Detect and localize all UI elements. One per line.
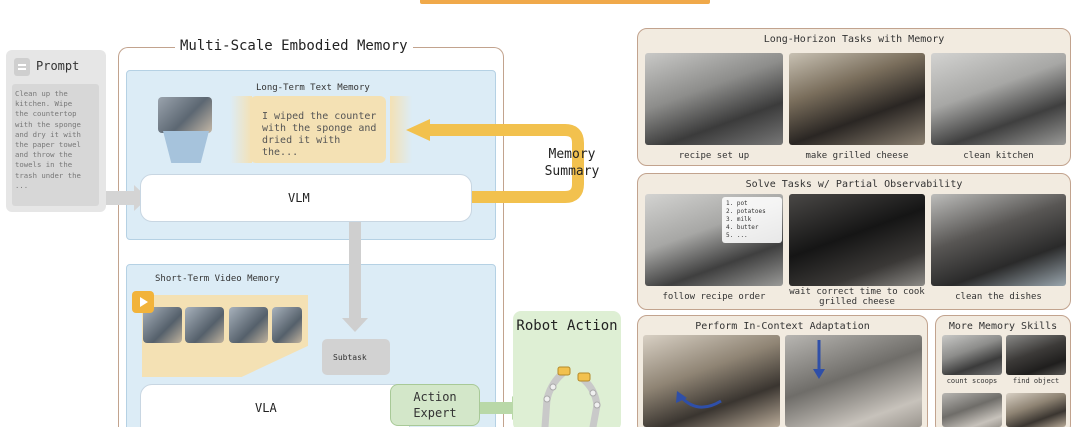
vla-label: VLA: [255, 401, 277, 415]
action-expert-label: Action Expert: [413, 390, 457, 420]
caption-recipe-order: follow recipe order: [662, 292, 766, 302]
adaptation-title: Perform In-Context Adaptation: [695, 321, 870, 332]
recipe-item: 1. pot: [726, 200, 748, 207]
adaptation-photo-2: [785, 335, 922, 427]
video-frame: [272, 307, 302, 343]
find-object-photo: [1006, 335, 1066, 375]
recipe-setup-photo: [645, 53, 783, 145]
subtask-box: [322, 339, 390, 375]
memory-summary-arrow: [430, 124, 584, 203]
recipe-item: 4. butter: [726, 224, 759, 231]
caption-wait-cook: wait correct time to cook grilled cheese: [789, 287, 925, 307]
caption-recipe-setup: recipe set up: [678, 151, 750, 161]
document-icon: [14, 58, 30, 76]
recipe-checklist: 1. pot 2. potatoes 3. milk 4. butter 5. …: [722, 197, 782, 243]
long-term-label: Long-Term Text Memory: [256, 83, 370, 93]
recipe-item: 3. milk: [726, 216, 752, 223]
recipe-item: 5. ...: [726, 232, 748, 239]
cropped-title-strip: [420, 0, 710, 4]
subtask-label: Subtask: [333, 353, 367, 362]
dishes-photo: [931, 194, 1066, 286]
prompt-text: Clean up the kitchen. Wipe the counterto…: [15, 89, 81, 190]
adaptation-photo-1: [643, 335, 780, 427]
grilled-cheese-photo: [789, 53, 925, 145]
short-term-label: Short-Term Video Memory: [155, 274, 280, 284]
text-memory-card: [250, 96, 386, 163]
clean-kitchen-photo: [931, 53, 1066, 145]
play-icon: [132, 291, 154, 313]
robot-action-label: Robot Action: [516, 318, 618, 334]
caption-clean-kitchen: clean kitchen: [963, 151, 1034, 161]
count-scoops-photo: [942, 335, 1002, 375]
stove-photo: [789, 194, 925, 286]
memory-summary-arrowhead: [406, 119, 430, 141]
text-memory-content: I wiped the counter with the sponge and …: [262, 111, 377, 158]
memory-fade-left: [230, 96, 252, 163]
prompt-arrow: [106, 185, 148, 211]
caption-find-object: find object: [1012, 377, 1060, 385]
more-skills-title: More Memory Skills: [948, 321, 1058, 332]
caption-clean-dishes: clean the dishes: [955, 292, 1042, 302]
memory-title: Multi-Scale Embodied Memory: [175, 38, 413, 54]
recipe-item: 2. potatoes: [726, 208, 766, 215]
vlm-to-subtask-arrow: [342, 222, 368, 332]
video-frame: [185, 307, 224, 343]
prompt-text-area: [12, 84, 99, 206]
partial-observability-title: Solve Tasks w/ Partial Observability: [745, 179, 963, 190]
adaptation-arrows: [676, 340, 825, 409]
memory-summary-label: Memory Summary: [544, 147, 600, 179]
video-frame: [229, 307, 268, 343]
caption-grilled-cheese: make grilled cheese: [805, 151, 909, 161]
vlm-label: VLM: [288, 191, 310, 205]
prompt-title: Prompt: [36, 59, 80, 73]
scene-thumbnail: [158, 97, 212, 133]
long-horizon-title: Long-Horizon Tasks with Memory: [763, 34, 945, 45]
memory-bowl: [163, 131, 209, 163]
vla-box: [140, 384, 410, 427]
memory-fade-right: [390, 96, 412, 163]
video-frame: [143, 307, 182, 343]
action-expert-box: [390, 384, 480, 426]
skill-photo-4: [1006, 393, 1066, 427]
robot-arms-icon: [541, 366, 601, 427]
caption-count-scoops: count scoops: [946, 377, 998, 385]
vlm-box: [140, 174, 472, 222]
skill-photo-3: [942, 393, 1002, 427]
